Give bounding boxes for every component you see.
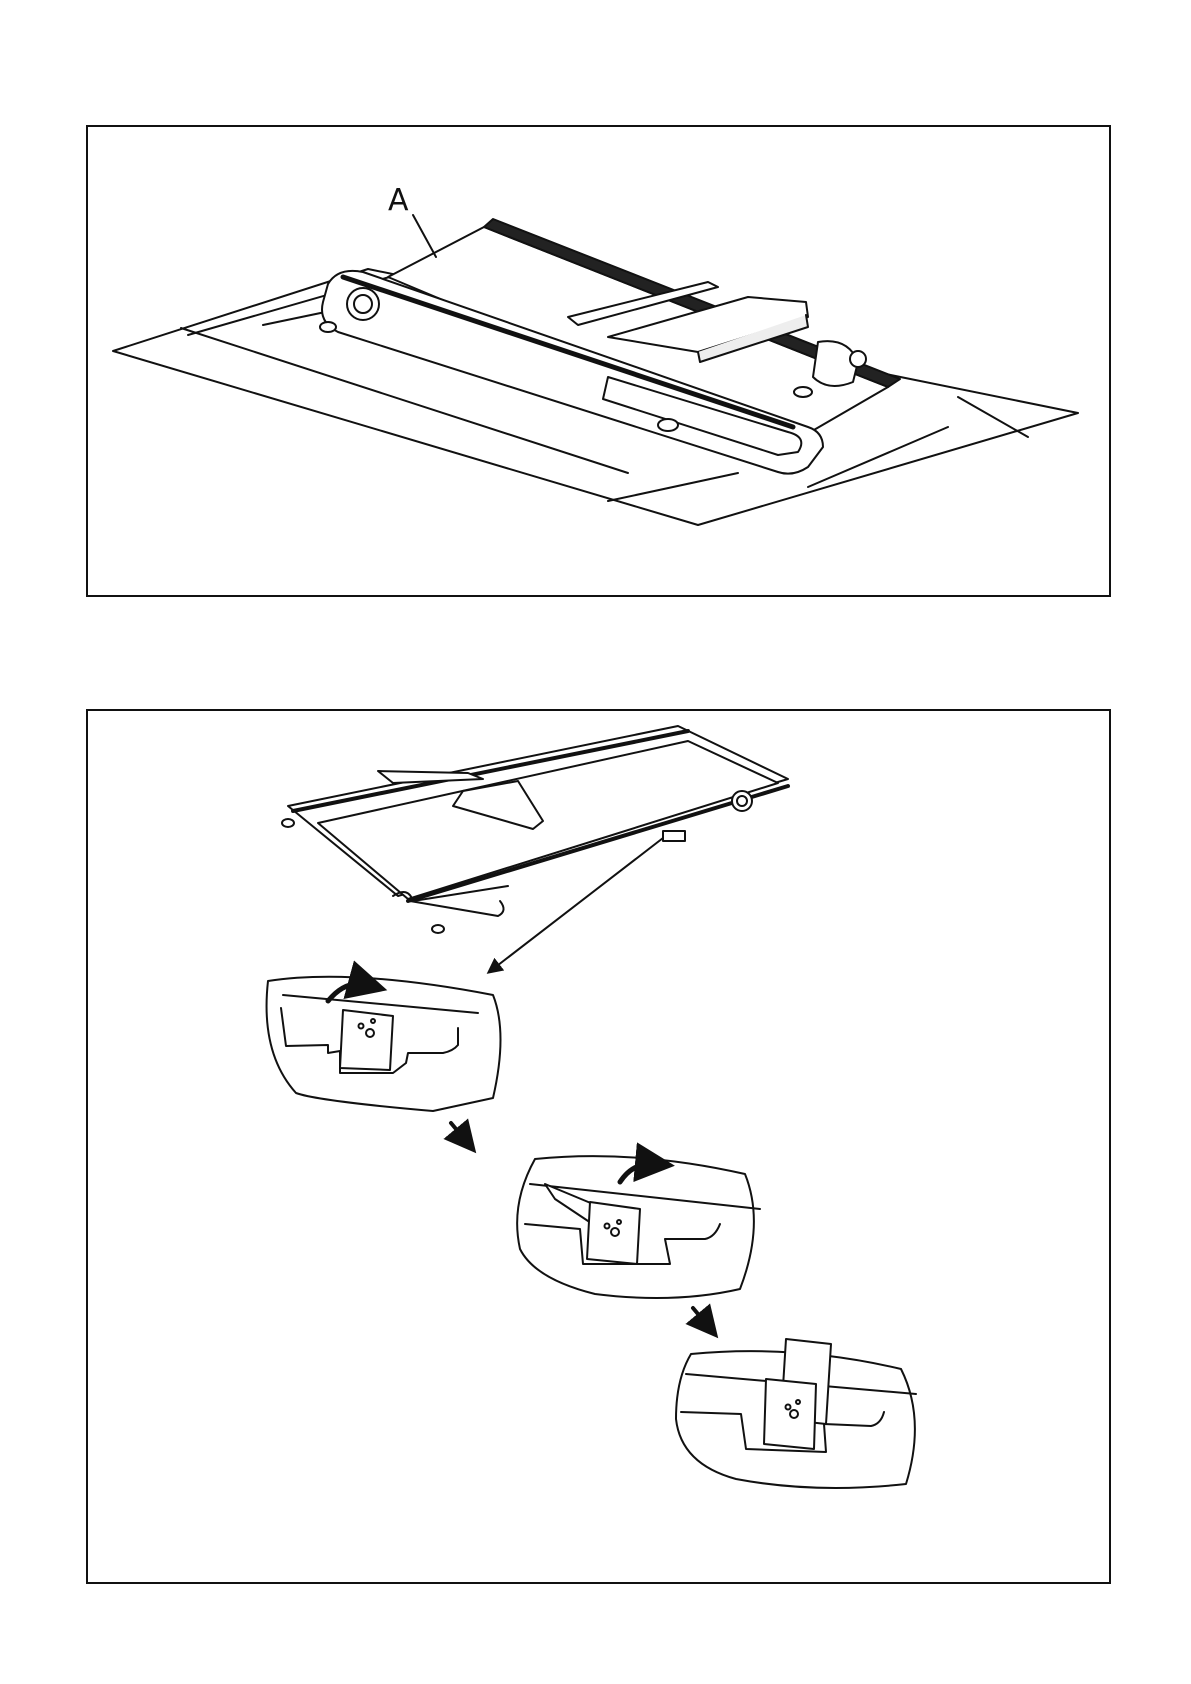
callout-label: A (388, 183, 409, 218)
fold-lock-steps-illustration (88, 711, 1109, 1582)
detail-step-3 (676, 1339, 916, 1488)
figure-panel-treadmill-on-mat: A (86, 125, 1111, 597)
treadmill-overview (282, 726, 788, 933)
folded-treadmill (320, 219, 900, 474)
detail-step-1 (267, 977, 501, 1111)
callout-a: A (388, 183, 436, 257)
next-step-arrow-1 (451, 1123, 466, 1141)
next-step-arrow-2 (693, 1308, 708, 1326)
figure-panel-fold-lock-steps (86, 709, 1111, 1584)
detail-step-2 (517, 1156, 760, 1298)
treadmill-on-mat-illustration: A (88, 127, 1109, 595)
